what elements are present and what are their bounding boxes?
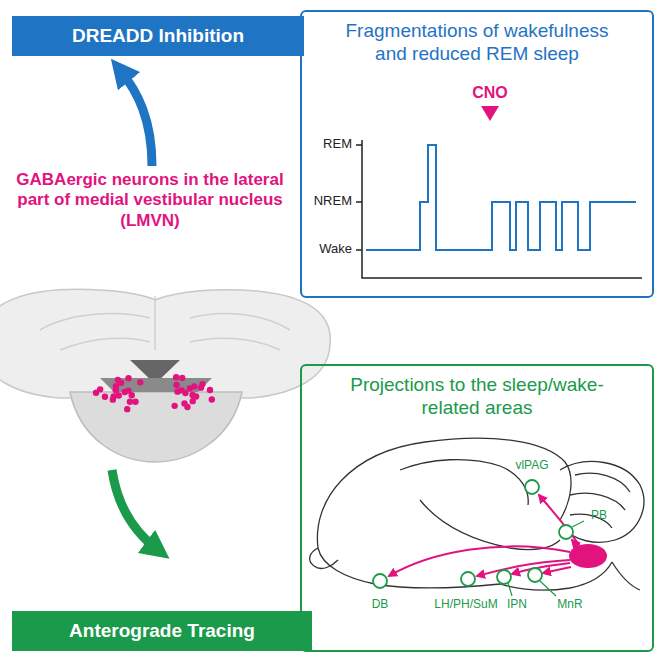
neuron-dot bbox=[93, 390, 99, 396]
neuron-dot bbox=[171, 403, 177, 409]
neuron-dot bbox=[173, 374, 179, 380]
axis-label: REM bbox=[310, 136, 352, 152]
section-banner: Anterograde Tracing bbox=[12, 611, 312, 651]
neuron-dot bbox=[132, 399, 138, 405]
neuron-dot bbox=[124, 406, 130, 412]
region-label: vlPAG bbox=[507, 458, 557, 472]
banner-text: DREADD Inhibition bbox=[72, 25, 244, 48]
coronal-section bbox=[0, 289, 330, 462]
neuron-dot bbox=[102, 393, 108, 399]
drug-label: CNO bbox=[460, 83, 520, 102]
neuron-dot bbox=[127, 399, 133, 405]
leader-lines bbox=[508, 521, 584, 596]
banner-text: Anterograde Tracing bbox=[69, 620, 255, 643]
green-arrow bbox=[112, 470, 158, 550]
panel-title: Projections to the sleep/wake-related ar… bbox=[342, 374, 612, 420]
neuron-dot bbox=[125, 387, 131, 393]
neuron-dot bbox=[179, 375, 185, 381]
neuron-dot bbox=[187, 385, 193, 391]
neuron-dot bbox=[174, 388, 180, 394]
lmvn-region bbox=[569, 544, 607, 568]
region-label: MnR bbox=[550, 597, 590, 611]
neuron-dot bbox=[209, 396, 215, 402]
neuron-dot bbox=[182, 390, 188, 396]
region-label: DB bbox=[364, 597, 396, 611]
cell-group-label: GABAergic neurons in the lateral part of… bbox=[8, 170, 292, 231]
neuron-dot bbox=[199, 381, 205, 387]
neuron-dot bbox=[137, 379, 143, 385]
projection-arrows bbox=[389, 495, 580, 576]
section-banner: DREADD Inhibition bbox=[12, 16, 304, 56]
region-label: LH/PH/SuM bbox=[430, 597, 502, 611]
neuron-dot bbox=[125, 375, 131, 381]
panel-box: Fragmentations of wakefulness and reduce… bbox=[300, 10, 654, 298]
region-label: IPN bbox=[500, 597, 534, 611]
axis-label: NREM bbox=[300, 193, 352, 209]
neuron-dot bbox=[110, 396, 116, 402]
panel-title: Fragmentations of wakefulness and reduce… bbox=[332, 20, 622, 66]
neuron-dot bbox=[113, 387, 119, 393]
neuron-dot bbox=[193, 393, 199, 399]
target-circles bbox=[373, 480, 573, 588]
axis-label: Wake bbox=[304, 241, 352, 257]
sagittal-brain bbox=[310, 438, 644, 590]
cno-marker bbox=[481, 106, 499, 121]
hypnogram bbox=[356, 106, 642, 278]
blue-arrow bbox=[120, 70, 152, 166]
region-label: PB bbox=[584, 508, 614, 522]
neuron-dot bbox=[115, 377, 121, 383]
neuron-dot bbox=[184, 404, 190, 410]
neuron-dot bbox=[173, 382, 179, 388]
neuron-dot bbox=[207, 387, 213, 393]
